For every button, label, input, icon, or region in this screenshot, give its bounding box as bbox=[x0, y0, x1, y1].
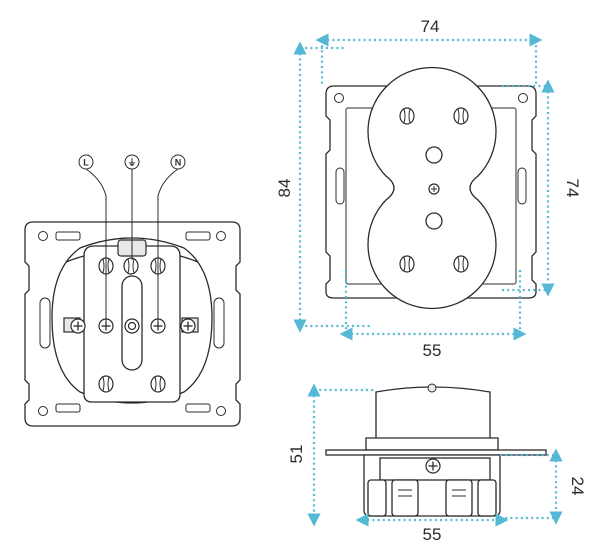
corner-hole bbox=[216, 231, 226, 241]
front-width-label: 74 bbox=[421, 17, 440, 36]
earth-terminal-screw bbox=[124, 318, 140, 334]
lower-earth-pin bbox=[425, 212, 443, 230]
upper-socket-pin-hole bbox=[399, 107, 415, 125]
corner-hole bbox=[216, 406, 226, 416]
lower-socket-pin-hole bbox=[399, 255, 415, 273]
corner-hole bbox=[334, 93, 344, 103]
front-view: 74 84 74 55 bbox=[275, 17, 582, 360]
lower-socket-pin-hole bbox=[453, 255, 469, 273]
rear-view: L ⏚ N bbox=[24, 154, 241, 427]
corner-hole bbox=[38, 406, 48, 416]
side-height-label: 51 bbox=[287, 445, 306, 464]
side-view: 51 24 55 bbox=[287, 383, 587, 544]
side-terminal-screw bbox=[425, 458, 441, 474]
corner-hole bbox=[518, 93, 528, 103]
live-leader-line bbox=[85, 168, 107, 326]
earth-label: ⏚ bbox=[127, 158, 136, 168]
socket-width-label: 55 bbox=[423, 341, 442, 360]
side-slot-right bbox=[213, 297, 225, 349]
side-mounting-plate bbox=[325, 449, 547, 456]
upper-earth-pin bbox=[425, 146, 443, 164]
side-width-label: 55 bbox=[423, 525, 442, 544]
right-clamp-screw bbox=[180, 318, 196, 334]
side-cover bbox=[375, 386, 491, 447]
rear-pin-hole bbox=[123, 257, 139, 275]
front-height-label: 84 bbox=[275, 179, 294, 198]
socket-height-label: 74 bbox=[563, 179, 582, 198]
live-label-circle bbox=[78, 154, 94, 170]
corner-hole bbox=[38, 231, 48, 241]
rear-pin-hole bbox=[150, 375, 166, 393]
neutral-label: N bbox=[175, 158, 182, 168]
earth-label-circle bbox=[124, 154, 140, 170]
rear-pin-hole bbox=[98, 375, 114, 393]
live-label: L bbox=[83, 158, 89, 168]
left-clamp-screw bbox=[70, 318, 86, 334]
upper-socket-pin-hole bbox=[453, 107, 469, 125]
side-slot-left bbox=[39, 297, 51, 349]
neutral-leader-line bbox=[157, 168, 179, 326]
side-depth-label: 24 bbox=[568, 477, 587, 496]
neutral-label-circle bbox=[170, 154, 186, 170]
